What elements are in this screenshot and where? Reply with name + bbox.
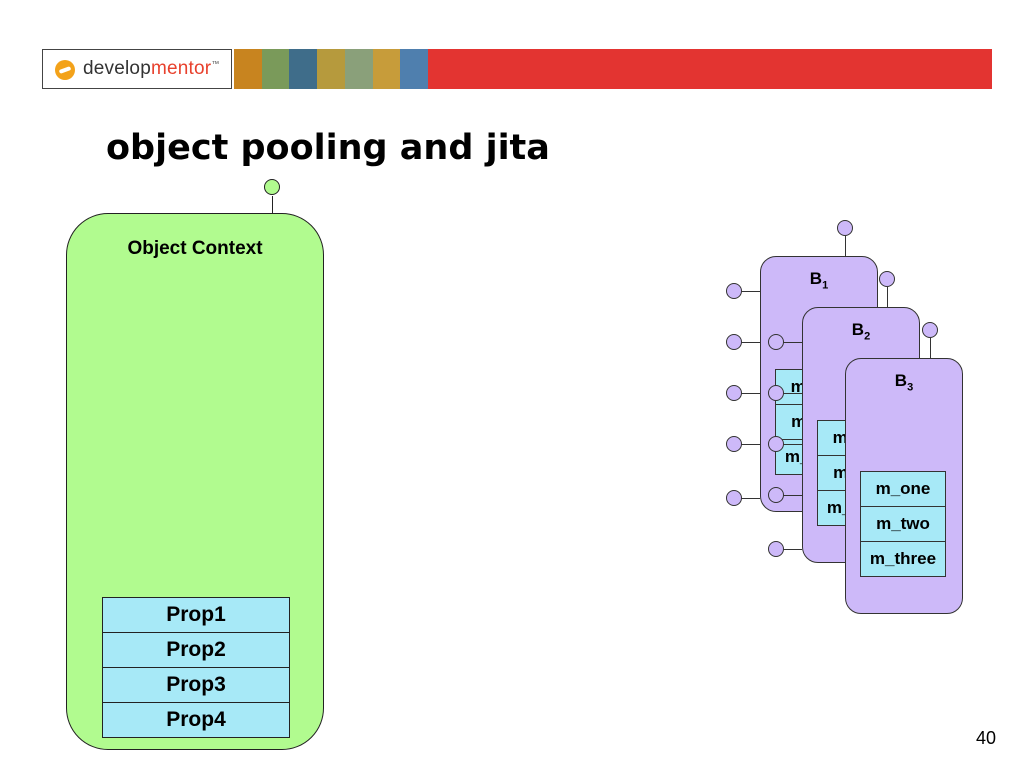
component-top-connector-line	[887, 287, 888, 307]
component-interface-lollipop	[726, 385, 742, 401]
method-row: m_two	[861, 507, 945, 542]
component-interface-lollipop	[726, 436, 742, 452]
developmentor-logo: developmentor™	[42, 49, 232, 89]
component-label-subscript: 1	[822, 279, 829, 292]
logo-wordmark: developmentor™	[83, 58, 220, 79]
component-interface-lollipop	[726, 283, 742, 299]
component-label-base: B	[809, 269, 823, 288]
component-label-base: B	[894, 371, 908, 390]
component-label: B1	[761, 269, 877, 291]
component-interface-lollipop	[768, 334, 784, 350]
component-side-connector-line	[782, 444, 802, 445]
component-label-subscript: 2	[864, 330, 871, 343]
component-side-connector-line	[740, 342, 760, 343]
header-banner: developmentor™	[42, 49, 992, 91]
photo-tile-icon	[344, 49, 373, 89]
component-side-connector-line	[782, 342, 802, 343]
context-connector-line	[272, 196, 273, 214]
component-label-subscript: 3	[907, 381, 914, 394]
component-label: B2	[803, 320, 919, 342]
property-row: Prop4	[103, 703, 289, 738]
photo-tile-icon	[400, 49, 429, 89]
component-top-connector-line	[930, 338, 931, 358]
photo-strip	[234, 49, 429, 89]
photo-tile-icon	[372, 49, 401, 89]
property-row: Prop3	[103, 668, 289, 703]
component-interface-lollipop	[837, 220, 853, 236]
object-context-label: Object Context	[127, 238, 263, 259]
component-side-connector-line	[740, 291, 760, 292]
component-interface-lollipop	[726, 334, 742, 350]
component-interface-lollipop	[768, 385, 784, 401]
photo-tile-icon	[317, 49, 345, 89]
component-side-connector-line	[782, 495, 802, 496]
page-number: 40	[976, 728, 997, 748]
context-interface-lollipop	[264, 179, 280, 195]
photo-tile-icon	[289, 49, 318, 89]
component-label: B3	[846, 371, 962, 393]
component-interface-lollipop	[879, 271, 895, 287]
component-interface-lollipop	[768, 541, 784, 557]
photo-tile-icon	[234, 49, 262, 89]
component-interface-lollipop	[726, 490, 742, 506]
component-interface-lollipop	[768, 436, 784, 452]
method-row: m_three	[861, 542, 945, 577]
property-list: Prop1 Prop2 Prop3 Prop4	[102, 597, 290, 738]
header-red-band	[428, 49, 992, 89]
slide-title: object pooling and jita	[106, 128, 550, 168]
component-side-connector-line	[740, 444, 760, 445]
component-side-connector-line	[782, 393, 802, 394]
component-interface-lollipop	[922, 322, 938, 338]
component-top-connector-line	[845, 236, 846, 256]
component-label-base: B	[851, 320, 865, 339]
property-row: Prop2	[103, 633, 289, 668]
component-side-connector-line	[782, 549, 802, 550]
method-row: m_one	[861, 472, 945, 507]
component-side-connector-line	[740, 393, 760, 394]
photo-tile-icon	[261, 49, 290, 89]
logo-swoosh-icon	[55, 60, 75, 80]
component-side-connector-line	[740, 498, 760, 499]
property-row: Prop1	[103, 598, 289, 633]
component-interface-lollipop	[768, 487, 784, 503]
